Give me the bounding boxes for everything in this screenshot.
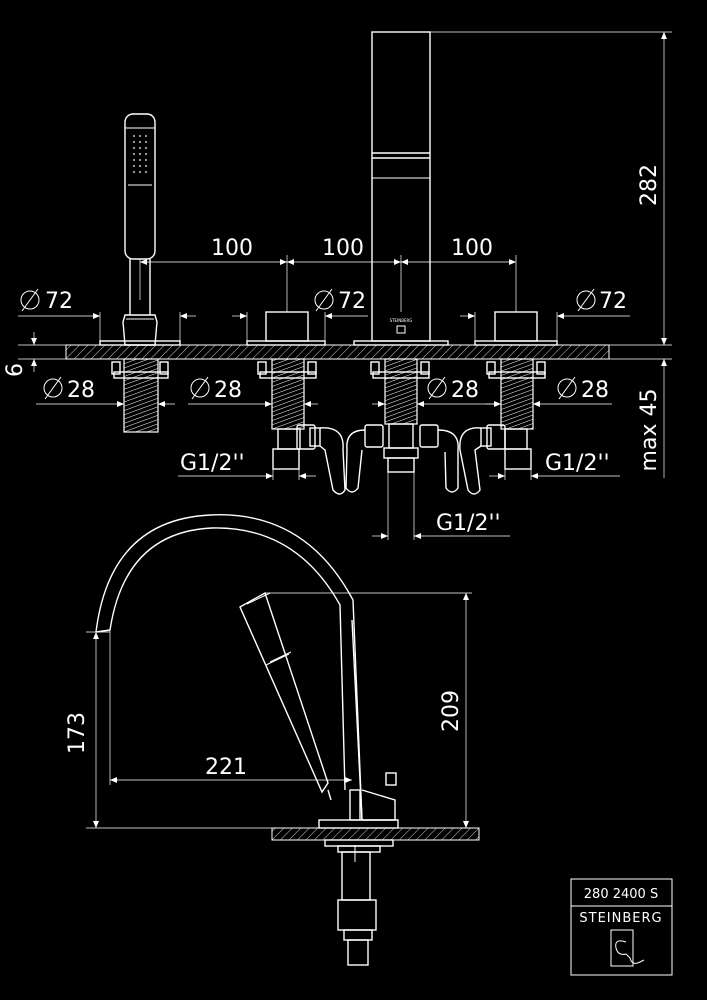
- dim-28-3: 28: [451, 378, 479, 403]
- left-valve: [246, 311, 346, 495]
- title-block: 280 2400 S STEINBERG: [570, 878, 673, 976]
- dim-threads: G1/2'' G1/2'' G1/2'': [178, 451, 620, 540]
- dim-100-left: 100: [211, 236, 253, 261]
- dim-spacing: 100 100 100: [139, 236, 517, 312]
- brand-name: STEINBERG: [579, 911, 662, 926]
- center-spout: STEINBERG: [345, 31, 459, 493]
- dim-heights: 282 max 45 6: [3, 31, 672, 478]
- dim-221: 221: [205, 755, 247, 780]
- dim-28-2: 28: [214, 378, 242, 403]
- dim-209: 209: [439, 690, 464, 732]
- dim-side: 173 221 209: [65, 592, 479, 829]
- deck-plate: [65, 344, 610, 360]
- hand-shower: [99, 113, 181, 346]
- dim-72-mid: 72: [338, 289, 366, 314]
- dim-6: 6: [3, 363, 28, 377]
- dim-dia72: 72 72 72: [18, 288, 630, 341]
- dim-72-left: 72: [45, 289, 73, 314]
- dim-28-4: 28: [581, 378, 609, 403]
- dim-282: 282: [637, 164, 662, 206]
- dim-173: 173: [65, 712, 90, 754]
- brand-logo-icon: [610, 929, 645, 967]
- dim-72-right: 72: [599, 289, 627, 314]
- dim-100-mid: 100: [322, 236, 364, 261]
- side-view-spout: [95, 514, 480, 966]
- dim-max-45: max 45: [637, 389, 662, 472]
- hand-shower-mount: [111, 358, 169, 433]
- dim-dia28: 28 28 28 28: [36, 376, 612, 407]
- thread-right: G1/2'': [545, 451, 610, 476]
- dim-100-right: 100: [451, 236, 493, 261]
- right-valve: [459, 311, 558, 495]
- dim-28-1: 28: [67, 378, 95, 403]
- spout-marking: STEINBERG: [390, 318, 413, 323]
- article-number: 280 2400 S: [584, 887, 658, 902]
- thread-center: G1/2'': [436, 511, 501, 536]
- thread-left: G1/2'': [180, 451, 245, 476]
